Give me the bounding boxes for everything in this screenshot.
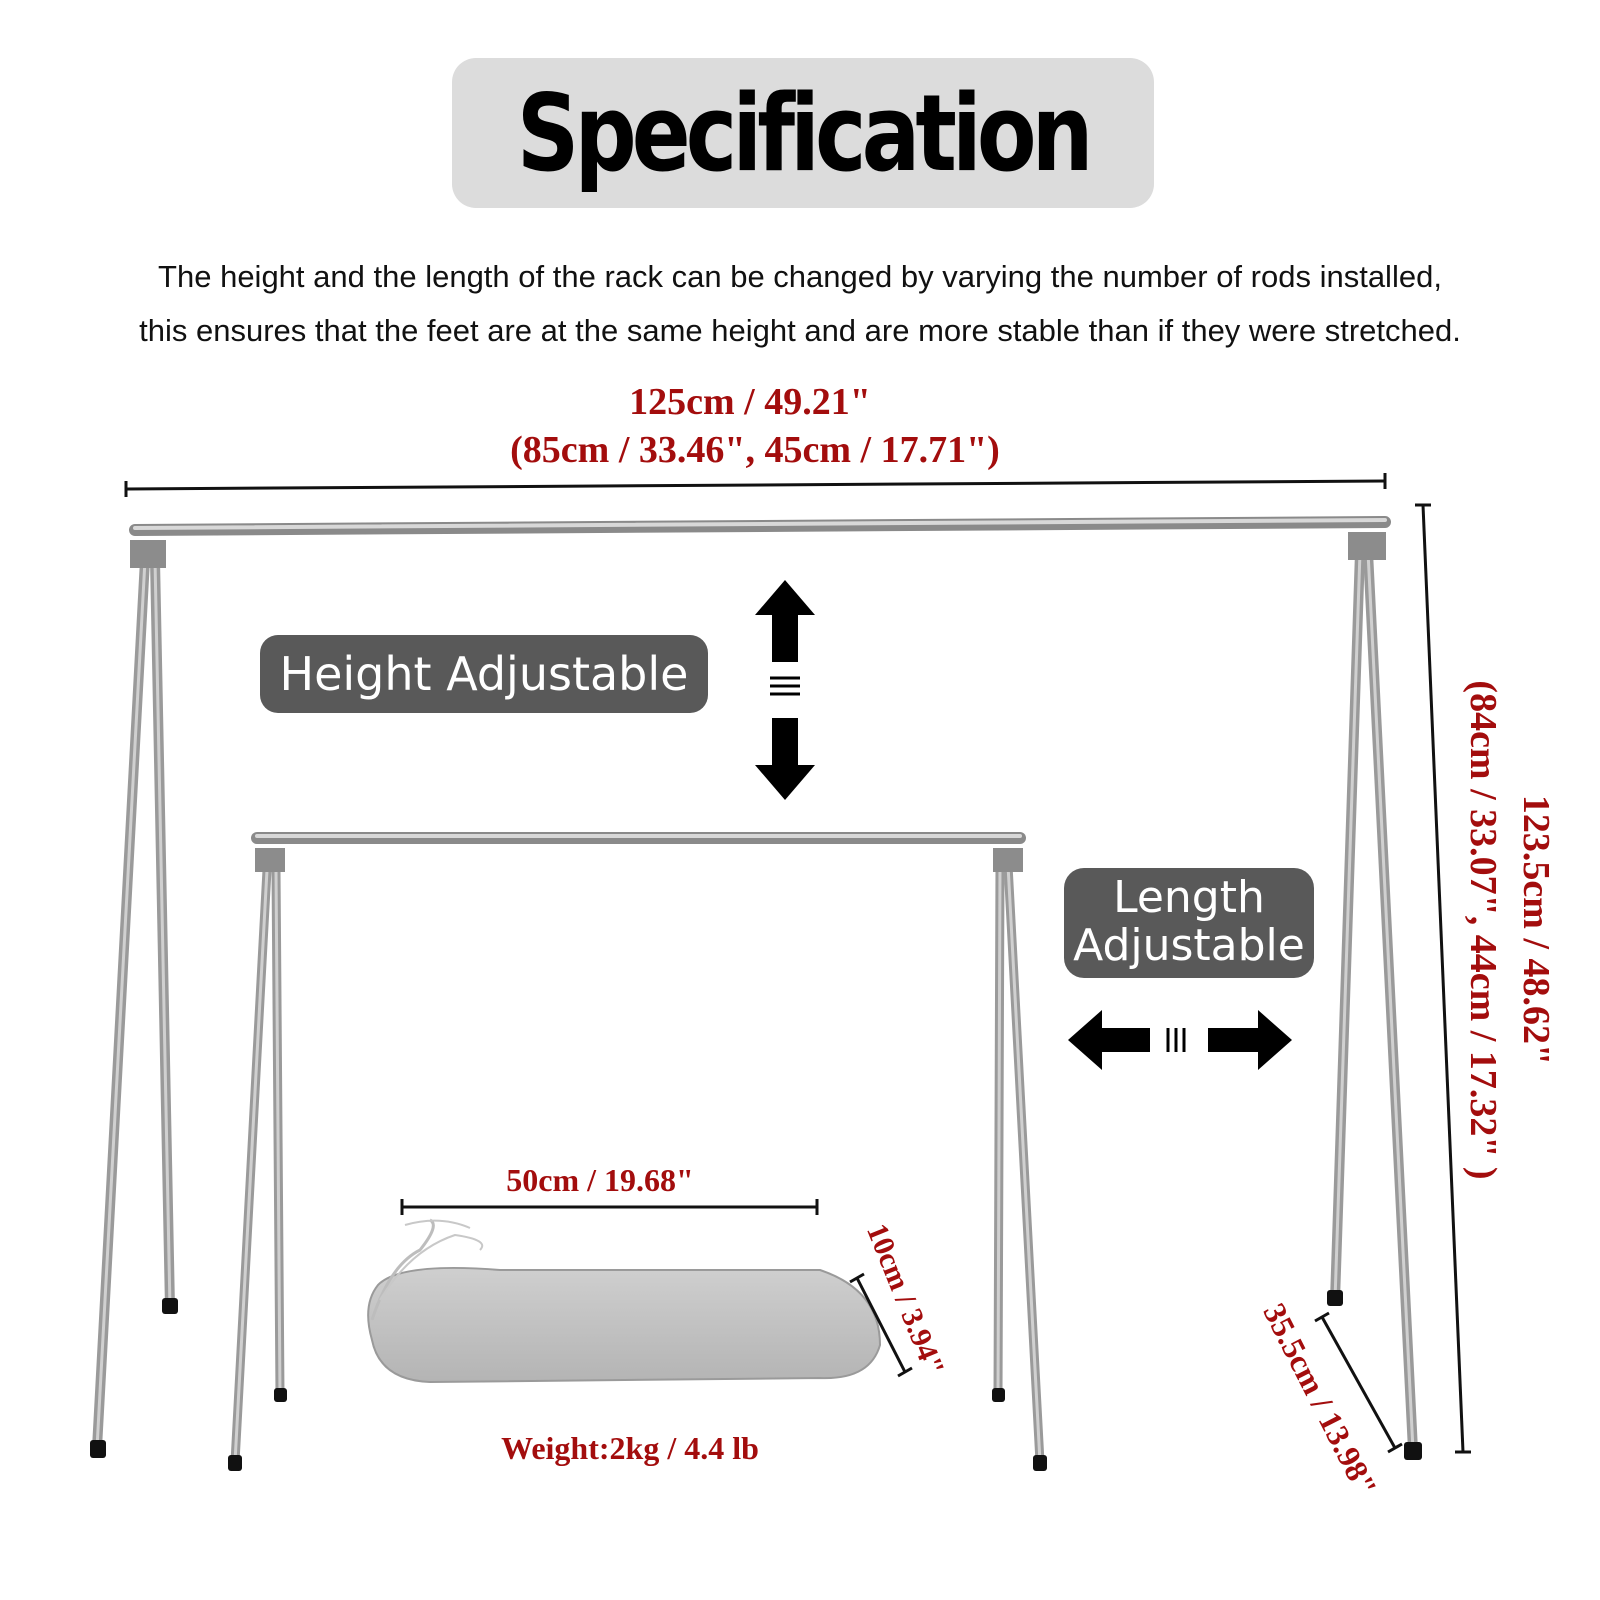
storage-bag [367, 1218, 882, 1384]
page-title: Specification [517, 71, 1094, 195]
up-arrow-icon [755, 580, 815, 662]
down-arrow-icon [755, 718, 815, 800]
length-dimension-label: 125cm / 49.21" [629, 381, 871, 423]
height-adjustable-badge: Height Adjustable [260, 635, 708, 713]
description-line-1: The height and the length of the rack ca… [158, 259, 1442, 294]
description-line-2: this ensures that the feet are at the sa… [139, 313, 1461, 348]
small-rack [228, 832, 1047, 1471]
horizontal-arrows [1068, 1010, 1292, 1070]
large-rack [90, 516, 1422, 1460]
height-dimension-label: 123.5cm / 48.62" [1515, 794, 1557, 1066]
title-banner: Specification [452, 58, 1154, 208]
vertical-arrows [755, 580, 815, 800]
length-adjustable-badge: Length Adjustable [1064, 868, 1314, 978]
weight-label: Weight:2kg / 4.4 lb [501, 1430, 759, 1466]
length-badge-line-2: Adjustable [1073, 920, 1305, 971]
height-alt-dimension-label: (84cm / 33.07", 44cm / 17.32" ) [1462, 680, 1504, 1180]
description: The height and the length of the rack ca… [20, 250, 1580, 358]
right-arrow-icon [1208, 1010, 1292, 1070]
bag-length-label: 50cm / 19.68" [506, 1162, 694, 1198]
equals-icon [770, 676, 800, 696]
left-arrow-icon [1068, 1010, 1150, 1070]
length-alt-dimension-label: (85cm / 33.46", 45cm / 17.71") [510, 429, 1000, 471]
dimension-lines [124, 473, 1471, 1454]
length-badge-line-1: Length [1113, 872, 1265, 923]
